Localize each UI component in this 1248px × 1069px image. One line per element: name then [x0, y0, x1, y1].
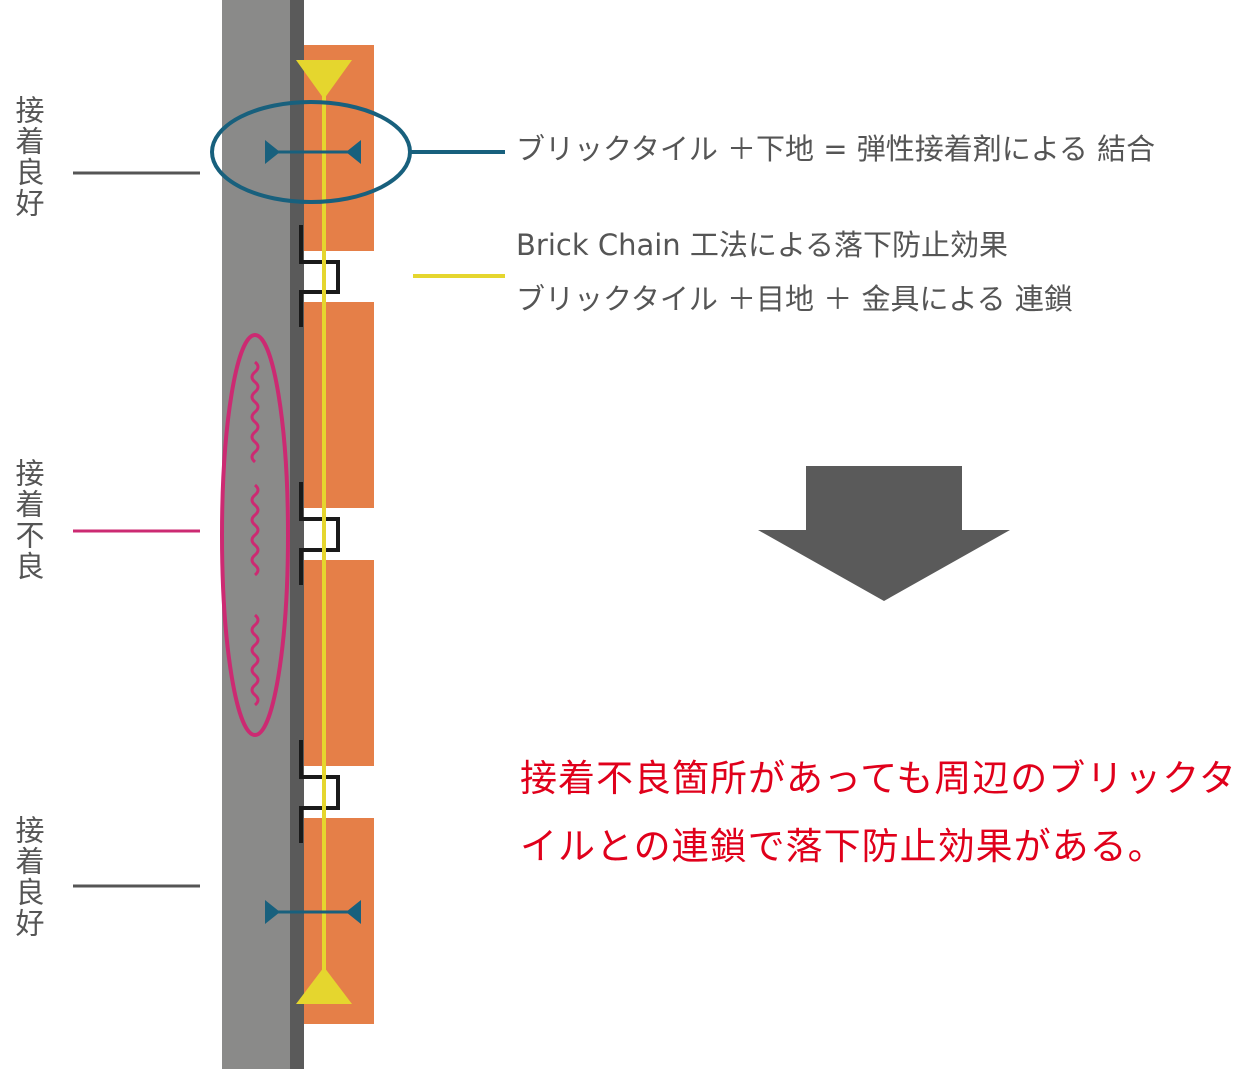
defect-wave: [250, 483, 260, 577]
brick-tile: [304, 560, 374, 766]
defect-highlight-ellipse: [220, 333, 290, 737]
bond-marker-bottom: [265, 900, 361, 924]
chain-arrow-top: [296, 60, 352, 99]
label-good-adhesion-top: 接着良好: [11, 95, 45, 219]
defect-wave: [250, 360, 260, 464]
annotation-adhesive-bond: ブリックタイル ＋下地 = 弾性接着剤による 結合: [516, 132, 1156, 166]
down-arrow-icon: [758, 466, 1010, 601]
chain-arrow-bottom: [296, 967, 352, 1004]
annotation-brick-chain-title: Brick Chain 工法による落下防止効果: [516, 228, 1009, 262]
metal-fitting: [299, 225, 340, 327]
label-good-adhesion-bottom: 接着良好: [11, 815, 45, 939]
conclusion-text: 接着不良箇所があっても周辺のブリックタイルとの連鎖で落下防止効果がある。: [520, 757, 1237, 868]
brick-tile: [304, 302, 374, 508]
defect-wave: [250, 613, 260, 707]
metal-fitting: [299, 482, 340, 585]
annotation-brick-chain-detail: ブリックタイル ＋目地 ＋ 金具による 連鎖: [516, 282, 1073, 316]
adhesive-layer: [290, 0, 304, 1069]
metal-fitting: [299, 740, 340, 843]
bond-marker-top: [265, 140, 361, 164]
label-poor-adhesion: 接着不良: [11, 458, 45, 582]
